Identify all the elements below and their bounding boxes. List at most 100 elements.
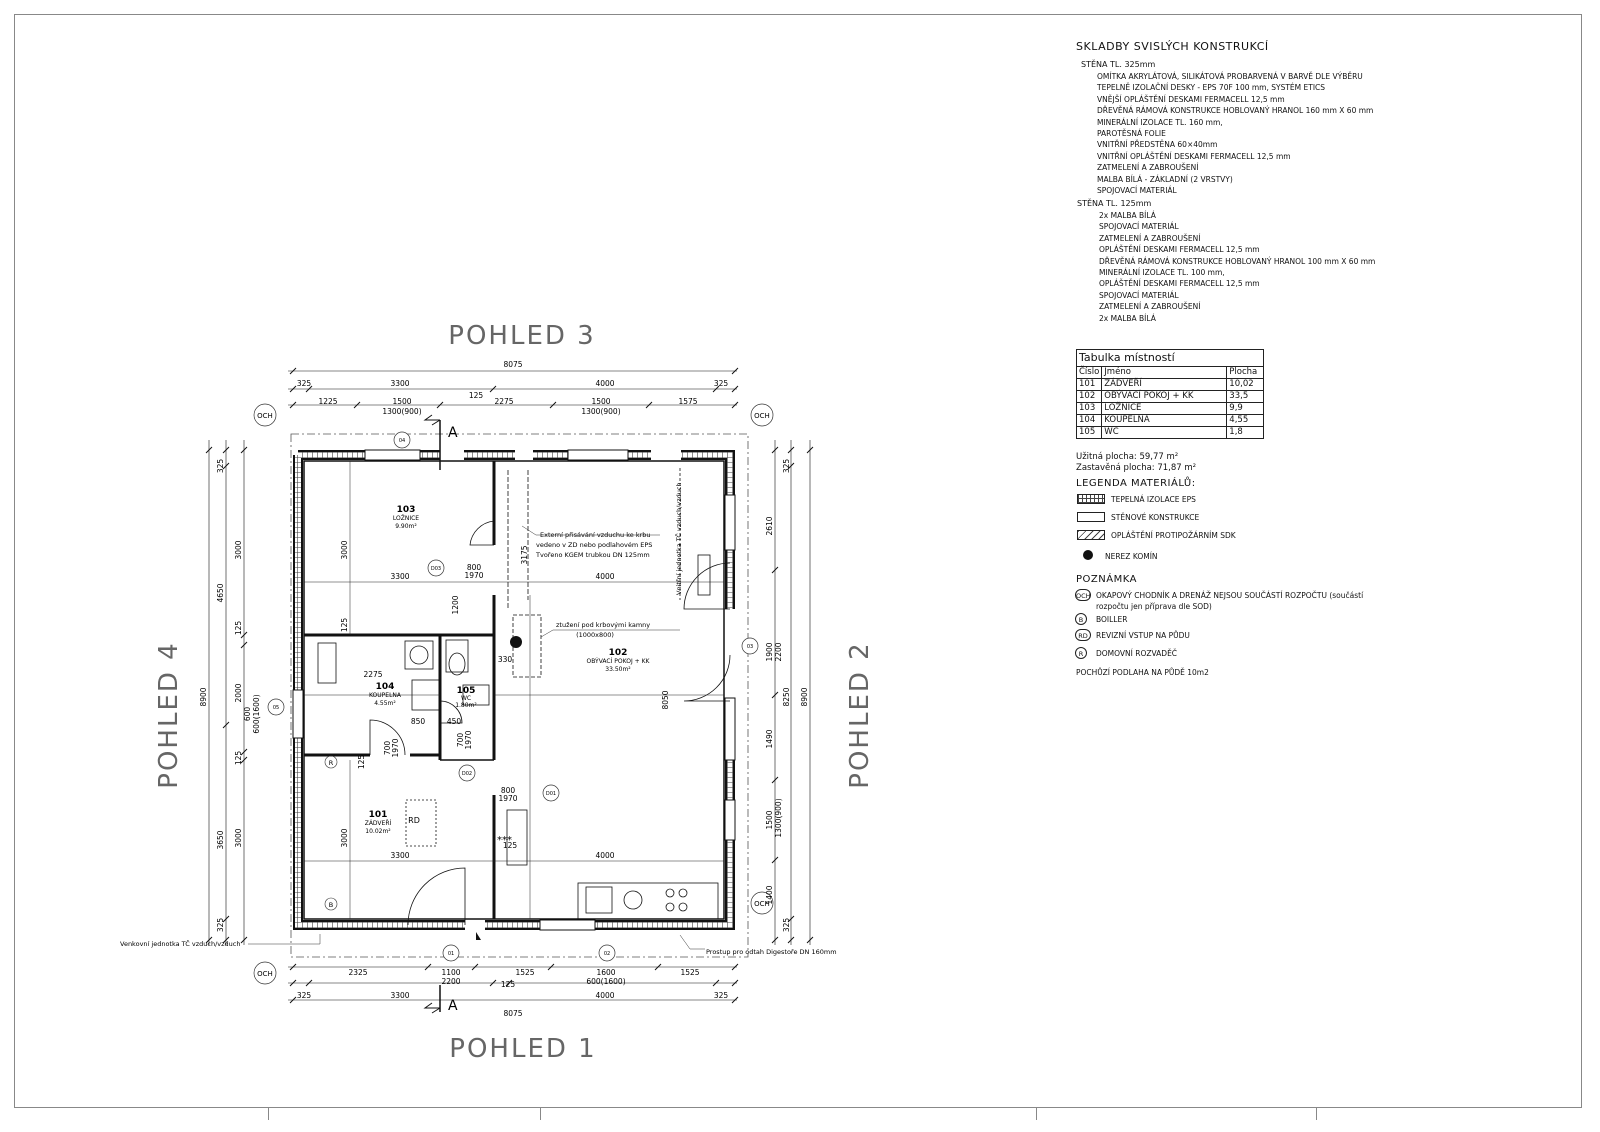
- dim-interior: 2275: [363, 670, 382, 679]
- dimension-tick: [305, 385, 313, 393]
- dim-left-total: 8900: [199, 687, 208, 706]
- door-dim: 1970: [391, 738, 400, 757]
- wall-layer-item: OMÍTKA AKRYLÁTOVÁ, SILIKÁTOVÁ PROBARVENÁ…: [1097, 72, 1363, 81]
- dim-top: 1575: [678, 397, 697, 406]
- wall-layer-item: TEPELNĚ IZOLAČNÍ DESKY - EPS 70F 100 mm,…: [1097, 83, 1326, 93]
- dimension-tick: [205, 936, 213, 944]
- dimension-tick: [771, 856, 779, 864]
- note-item: OKAPOVÝ CHODNÍK A DRENÁŽ NEJSOU SOUČÁSTÍ…: [1096, 591, 1364, 600]
- dimension-tick: [222, 721, 230, 729]
- boiler-symbol: B: [1075, 613, 1087, 625]
- legend-item: TEPELNÁ IZOLACE EPS: [1111, 495, 1196, 504]
- frame-tick: [268, 1108, 269, 1120]
- dim-bottom: 1100: [441, 968, 460, 977]
- cell: LOŽNICE: [1101, 402, 1228, 415]
- dimension-tick: [222, 915, 230, 923]
- dim-top: 1500: [392, 397, 411, 406]
- view-title-top: POHLED 3: [448, 321, 595, 351]
- dim-interior: 450: [447, 717, 462, 726]
- dim-interior: 330: [498, 655, 513, 664]
- dimension-tick: [240, 756, 248, 764]
- dim-interior: 3300: [390, 851, 409, 860]
- usable-area: Užitná plocha: 59,77 m²: [1076, 452, 1179, 462]
- wall-layer-item: PAROTĚSNÁ FOLIE: [1097, 129, 1166, 138]
- dimension-tick: [771, 691, 779, 699]
- marker-d02: D02: [462, 771, 472, 777]
- dimension-tick: [240, 446, 248, 454]
- cell: 103: [1075, 402, 1103, 415]
- door-dim: 1970: [464, 730, 473, 749]
- b-symbol: B: [329, 901, 333, 909]
- room-103-name: LOŽNICE: [393, 514, 419, 522]
- room-103-area: 9.90m²: [395, 523, 417, 530]
- room-105-name: WC: [461, 695, 471, 702]
- dim-left: 600: [243, 707, 252, 722]
- dim-interior: 4000: [595, 572, 614, 581]
- dimension-tick: [289, 963, 297, 971]
- och-marker: OCH: [257, 970, 273, 978]
- frame-tick: [540, 1108, 541, 1120]
- rd-mark: RD: [408, 816, 420, 825]
- room-101-name: ZÁDVEŘÍ: [365, 819, 392, 827]
- wall-layer-item: MINERÁLNÍ IZOLACE TL. 100 mm,: [1099, 268, 1225, 277]
- note-item: DOMOVNÍ ROZVADĚČ: [1096, 649, 1178, 658]
- note-item: REVIZNÍ VSTUP NA PŮDU: [1096, 631, 1190, 640]
- dims-bottom: 2325 1100 1525 1600 1525 2200 600(1600) …: [297, 968, 729, 1018]
- interior-dim-lines: [304, 461, 724, 919]
- dim-left: 600(1600): [252, 694, 261, 733]
- room-105-number: 105: [457, 686, 476, 696]
- room-105-area: 1.80m²: [455, 702, 477, 709]
- interior-walls: [304, 461, 496, 919]
- cell: 33,5: [1226, 390, 1265, 403]
- dimension-tick: [289, 996, 297, 1004]
- cell: 9,9: [1226, 402, 1265, 415]
- dimension-tick: [353, 401, 361, 409]
- dimension-tick: [712, 385, 720, 393]
- dim-bottom: 325: [714, 991, 729, 1000]
- dimension-tick: [771, 566, 779, 574]
- dimension-tick: [731, 367, 739, 375]
- rd-symbol: RD: [1075, 629, 1091, 641]
- room-104-name: KOUPELNA: [369, 692, 402, 699]
- chimney-icon: [1083, 550, 1093, 560]
- r-symbol: R: [1075, 647, 1087, 659]
- cell: 105: [1075, 426, 1103, 439]
- note-footer: POCHŮZÍ PODLAHA NA PŮDĚ 10m2: [1076, 668, 1209, 677]
- wall-layer-item: DŘEVĚNÁ RÁMOVÁ KONSTRUKCE HOBLOVANÝ HRAN…: [1097, 106, 1374, 116]
- dim-right-total: 8900: [800, 687, 809, 706]
- dimension-tick: [289, 367, 297, 375]
- dimension-tick: [205, 446, 213, 454]
- dimension-tick: [547, 963, 555, 971]
- section-a-top: A: [448, 425, 458, 441]
- rooms-header-name: Jméno: [1101, 366, 1228, 379]
- och-marker: OCH: [754, 412, 770, 420]
- dim-interior: 125: [503, 841, 518, 850]
- dim-right: 2610: [765, 516, 774, 535]
- dim-interior: 3000: [340, 540, 349, 559]
- dim-bottom: 2200: [441, 977, 460, 986]
- dim-top: 2275: [494, 397, 513, 406]
- wall-layer-item: DŘEVĚNÁ RÁMOVÁ KONSTRUKCE HOBLOVANÝ HRAN…: [1099, 256, 1376, 266]
- cell: 104: [1075, 414, 1103, 427]
- dim-interior: 125: [340, 618, 349, 633]
- dim-left: 125: [234, 621, 243, 636]
- dimension-tick: [436, 401, 444, 409]
- dimension-tick: [787, 915, 795, 923]
- cell: 1,8: [1226, 426, 1265, 439]
- external-air-note-3: Tvořeno KGEM trubkou DN 125mm: [535, 551, 650, 559]
- plan-symbols: R B: [324, 755, 338, 911]
- dim-left: 4650: [216, 583, 225, 602]
- marker-05: 05: [273, 705, 279, 711]
- marker-bubbles: 04 03 02 01 05 D01 D02 D03: [267, 431, 759, 962]
- dim-bottom: 4000: [595, 991, 614, 1000]
- dimension-tick: [806, 936, 814, 944]
- view-title-bottom: POHLED 1: [449, 1034, 596, 1064]
- dimension-tick: [222, 936, 230, 944]
- dimension-tick: [240, 748, 248, 756]
- dimension-tick: [806, 446, 814, 454]
- dim-bottom: 3300: [390, 991, 409, 1000]
- room-labels: 103 LOŽNICE 9.90m² 102 OBÝVACÍ POKOJ + K…: [365, 505, 651, 835]
